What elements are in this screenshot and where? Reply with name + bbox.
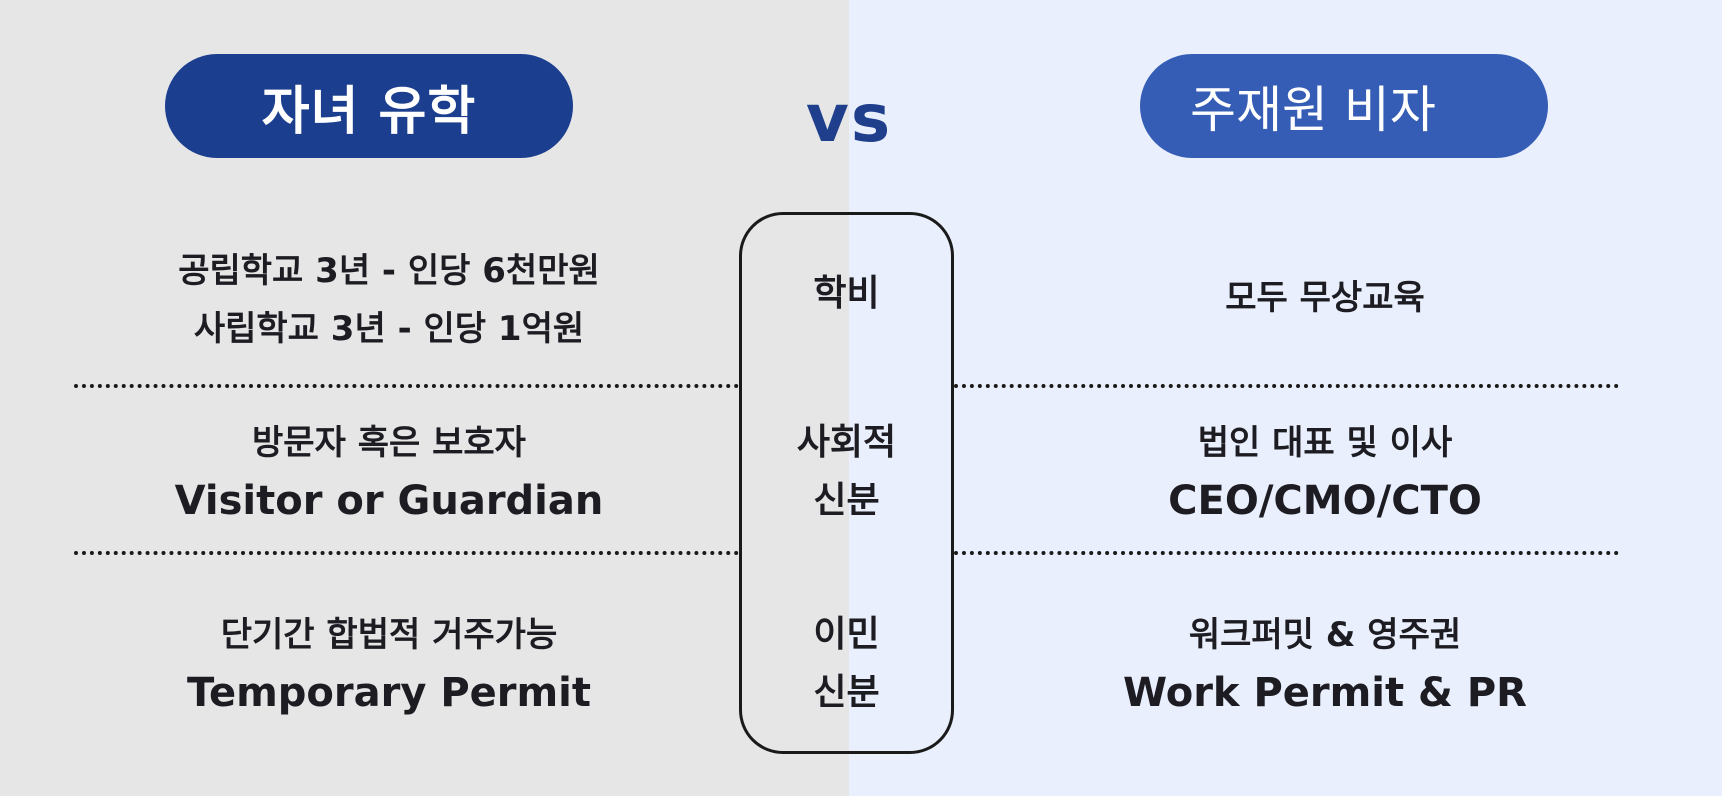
row-tuition-category: 학비 xyxy=(739,262,954,326)
row-social-status-right: 법인 대표 및 이사 CEO/CMO/CTO xyxy=(960,412,1690,532)
vs-label: vs xyxy=(805,79,893,157)
row-social-status-right-line-2: CEO/CMO/CTO xyxy=(1168,478,1482,524)
row-divider-right-1 xyxy=(954,384,1619,388)
left-title-pill: 자녀 유학 xyxy=(165,54,573,158)
row-immigration-left-line-1: 단기간 합법적 거주가능 xyxy=(220,615,558,655)
category-column-frame xyxy=(739,212,954,754)
left-title: 자녀 유학 xyxy=(261,81,477,142)
row-tuition-left: 공립학교 3년 - 인당 6천만원 사립학교 3년 - 인당 1억원 xyxy=(60,240,718,360)
row-social-status-right-line-1: 법인 대표 및 이사 xyxy=(1197,423,1453,463)
row-social-status-left-line-2: Visitor or Guardian xyxy=(174,478,604,524)
row-immigration-left: 단기간 합법적 거주가능 Temporary Permit xyxy=(60,604,718,724)
row-immigration-right-line-1: 워크퍼밋 & 영주권 xyxy=(1188,615,1462,655)
row-divider-left-2 xyxy=(74,551,739,555)
row-tuition-left-line-2: 사립학교 3년 - 인당 1억원 xyxy=(193,309,585,349)
row-immigration-category: 이민 신분 xyxy=(739,604,954,724)
row-tuition-right: 모두 무상교육 xyxy=(960,266,1690,330)
row-immigration-category-line-2: 신분 xyxy=(813,672,880,713)
row-social-status-category-line-1: 사회적 xyxy=(796,422,897,463)
row-social-status-category: 사회적 신분 xyxy=(739,412,954,532)
row-tuition-right-line-1: 모두 무상교육 xyxy=(1225,278,1425,318)
row-immigration-right-line-2: Work Permit & PR xyxy=(1123,670,1527,716)
row-immigration-category-line-1: 이민 xyxy=(813,614,880,655)
row-social-status-left: 방문자 혹은 보호자 Visitor or Guardian xyxy=(60,412,718,532)
row-social-status-category-line-2: 신분 xyxy=(813,480,880,521)
row-tuition-left-line-1: 공립학교 3년 - 인당 6천만원 xyxy=(178,251,600,291)
row-immigration-right: 워크퍼밋 & 영주권 Work Permit & PR xyxy=(960,604,1690,724)
right-title-pill: 주재원 비자 xyxy=(1140,54,1548,158)
row-immigration-left-line-2: Temporary Permit xyxy=(186,670,592,716)
row-tuition-category-line-1: 학비 xyxy=(813,273,880,314)
row-divider-right-2 xyxy=(954,551,1619,555)
right-title: 주재원 비자 xyxy=(1190,81,1436,139)
row-divider-left-1 xyxy=(74,384,739,388)
row-social-status-left-line-1: 방문자 혹은 보호자 xyxy=(252,423,526,463)
